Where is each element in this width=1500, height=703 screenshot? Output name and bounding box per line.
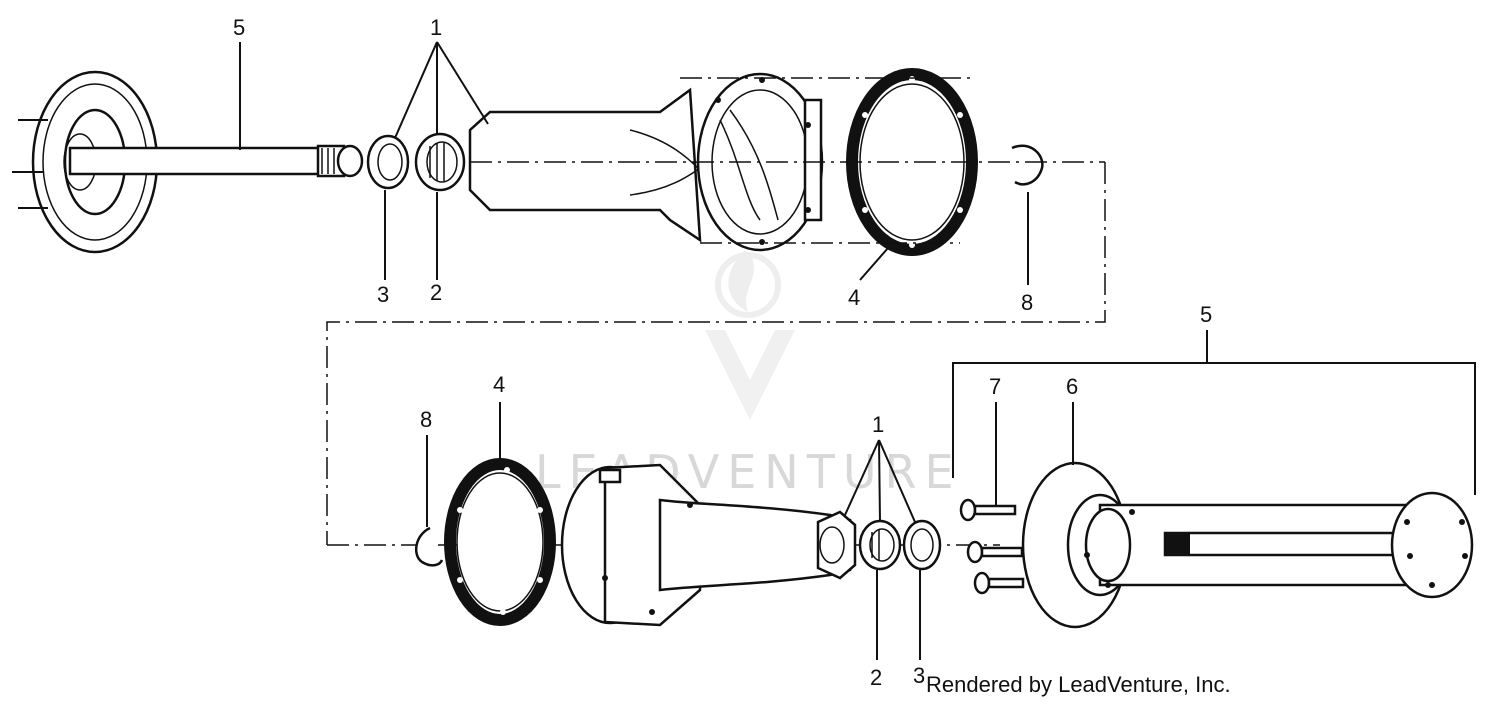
callout-bottom-shaft-group: 5 bbox=[1200, 302, 1212, 327]
callout-bottom-clip: 8 bbox=[420, 407, 432, 432]
top-snap-ring bbox=[1011, 144, 1044, 186]
callout-top-gasket: 4 bbox=[848, 285, 860, 310]
connector-line bbox=[326, 162, 1106, 545]
top-bearing-race bbox=[366, 134, 410, 190]
callout-top-bearing-group: 1 bbox=[430, 15, 442, 40]
callout-bottom-hub: 6 bbox=[1066, 374, 1078, 399]
bottom-gasket bbox=[444, 458, 556, 626]
bottom-hub-and-shaft bbox=[1021, 461, 1474, 629]
callout-top-shaft: 5 bbox=[233, 15, 245, 40]
callout-top-clip: 8 bbox=[1021, 290, 1033, 315]
callout-bottom-bolt: 7 bbox=[989, 374, 1001, 399]
callout-top-race: 3 bbox=[377, 282, 389, 307]
callout-top-bearing: 2 bbox=[430, 280, 442, 305]
bottom-axle-housing bbox=[560, 463, 857, 627]
callout-bottom-bearing: 2 bbox=[870, 665, 882, 690]
bottom-needle-bearing bbox=[858, 519, 902, 571]
bottom-hub-bolts bbox=[959, 498, 1025, 595]
top-axle-shaft-assembly bbox=[12, 70, 364, 254]
callout-bottom-race: 3 bbox=[913, 663, 925, 688]
callout-bottom-gasket: 4 bbox=[493, 372, 505, 397]
bottom-snap-ring bbox=[414, 526, 444, 567]
callout-bottom-bearing-group: 1 bbox=[872, 412, 884, 437]
top-needle-bearing bbox=[414, 132, 466, 192]
watermark-logo bbox=[705, 250, 795, 420]
credit-text: Rendered by LeadVenture, Inc. bbox=[926, 672, 1231, 697]
bottom-bearing-race bbox=[902, 519, 942, 571]
